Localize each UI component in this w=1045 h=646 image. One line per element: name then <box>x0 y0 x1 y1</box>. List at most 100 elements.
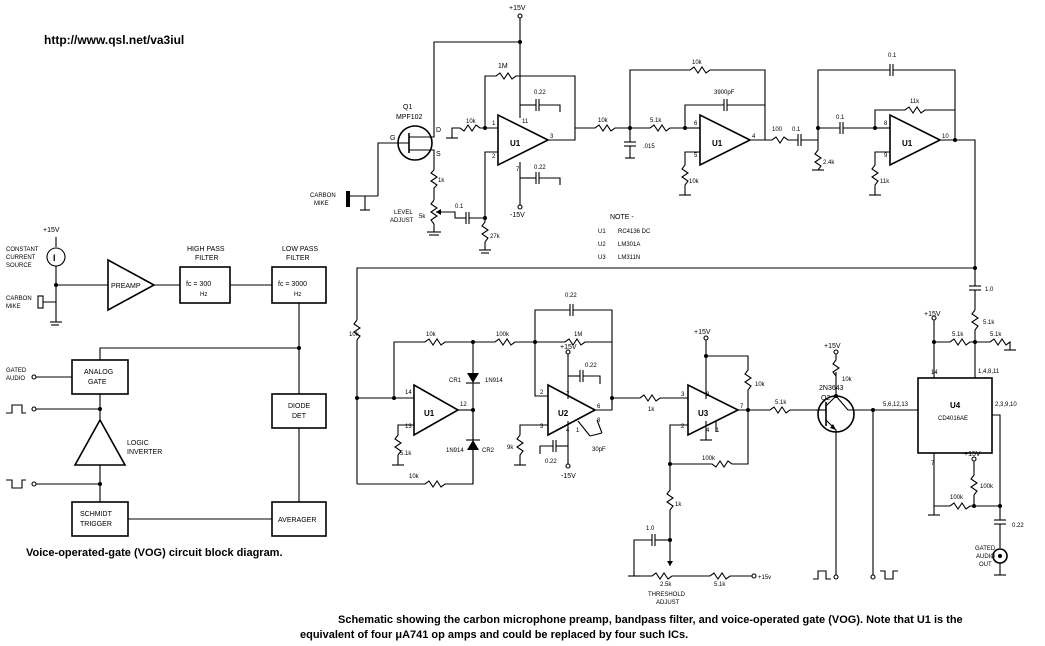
u1c-pin-9: 9 <box>884 153 888 159</box>
u1a-pin-1: 1 <box>492 121 496 127</box>
cr1-diode-symbol <box>467 373 479 383</box>
schematic-caption-line-2: equivalent of four μA741 op amps and cou… <box>300 629 688 641</box>
block-mike-label-1: CARBON <box>6 296 32 302</box>
block-source-label-3: SOURCE <box>6 263 32 269</box>
note-u2-ref: U2 <box>598 242 606 248</box>
u2-pin-3: 3 <box>540 424 544 430</box>
cr2-label: CR2 <box>482 448 495 454</box>
top-supply-label: +15V <box>509 5 526 12</box>
u1c-pin-10: 10 <box>942 134 949 140</box>
level-adjust-label-1: LEVEL <box>394 210 413 216</box>
filter-feedback-resistor-value: 10k <box>692 60 703 66</box>
low-pass-filter-block <box>271 266 327 304</box>
u4-lower-resistor-value: 100k <box>950 495 964 501</box>
u4-top-pins: 1,4,8,11 <box>978 369 1000 375</box>
u3-pin-3: 3 <box>681 392 685 398</box>
q1-ref: Q1 <box>403 104 412 111</box>
threshold-resistor-value: 1k <box>675 502 682 508</box>
hpf-unit: Hz <box>200 292 207 298</box>
hpf-value: fc = 300 <box>186 281 211 288</box>
hpf-title-2: FILTER <box>195 255 219 262</box>
u1a-label: U1 <box>510 139 521 148</box>
cr2-part: 1N914 <box>446 448 464 454</box>
u4-left-pins: 5,6,12,13 <box>883 402 909 408</box>
u1a-pin-7: 7 <box>516 167 520 173</box>
diode-det-label-2: DET <box>292 413 307 420</box>
diode-det-label-1: DIODE <box>288 403 311 410</box>
u3-hysteresis-resistor-value: 100k <box>702 456 716 462</box>
q2-collector-resistor-value: 10k <box>842 377 853 383</box>
u1a-pin-2: 2 <box>492 154 496 160</box>
threshold-series-resistor-value: 5.1k <box>714 582 726 588</box>
pulse-waveform-u3 <box>813 570 831 580</box>
u3-pin-1: 1 <box>716 428 720 434</box>
note-u3-part: LM311N <box>618 255 640 261</box>
schmitt-label-2: TRIGGER <box>80 521 112 528</box>
current-source-letter: I <box>53 253 56 263</box>
u1b-opamp <box>699 113 752 167</box>
u4-lower-supply: +15V <box>964 451 981 458</box>
analog-gate-block <box>71 359 129 395</box>
threshold-adjust-label-1: THRESHOLD <box>648 592 686 598</box>
block-diagram-caption: Voice-operated-gate (VOG) circuit block … <box>26 547 283 559</box>
cr1-part: 1N914 <box>485 378 503 384</box>
logic-inverter-block <box>73 418 127 466</box>
hpf-title-1: HIGH PASS <box>187 246 225 253</box>
u1d-lower-resistor-value: 10k <box>409 474 420 480</box>
u3-pin-2: 2 <box>681 424 685 430</box>
u1a-neg-supply: -15V <box>510 212 525 219</box>
u1b-pin-4: 4 <box>752 134 756 140</box>
u2-label: U2 <box>558 409 569 418</box>
pulse-waveform-top <box>6 404 26 414</box>
u1b-label: U1 <box>712 139 723 148</box>
u4-lower-pullup-value: 100k <box>980 484 994 490</box>
u1b-pin-6: 6 <box>694 121 698 127</box>
gated-audio-out-label-3: OUT <box>979 562 992 568</box>
filter-input-resistor-value: 10k <box>598 118 609 124</box>
averager-label: AVERAGER <box>278 517 316 524</box>
q2-transistor-symbol <box>817 395 855 433</box>
output-series-resistor-value: 100 <box>772 127 783 133</box>
schematic-top-row: +15V 11 Q1 MPF102 G D S 1k 5k <box>310 5 976 268</box>
u3-label: U3 <box>698 409 709 418</box>
u4-switch-ic <box>917 377 993 454</box>
u1d-label: U1 <box>424 409 435 418</box>
carbon-mike-symbol <box>37 295 44 309</box>
q1-source-label: S <box>436 151 441 158</box>
schematic-bottom-row: 1.0 5.1k 5.1k 10k 10k 10k U1 14 13 12 <box>349 266 1024 606</box>
u1a-opamp <box>497 113 550 167</box>
preamp-block <box>107 258 156 312</box>
u3-input-resistor-value: 1k <box>648 407 655 413</box>
u2-feedback-resistor-value: 1M <box>574 332 582 338</box>
q1-part: MPF102 <box>396 114 423 121</box>
u2-pin-6: 6 <box>597 404 601 410</box>
threshold-supply: +15v <box>758 575 771 581</box>
u1a-pin-11: 11 <box>522 119 529 125</box>
u1c-bias-resistor-value: 11k <box>880 179 890 185</box>
threshold-cap-value: 1.0 <box>646 526 655 532</box>
u2-decoupling-cap-top: 0.22 <box>585 363 597 369</box>
q1-drain-label: D <box>436 127 441 134</box>
u4-input-cap-value: 1.0 <box>985 287 994 293</box>
u4-pin-14: 14 <box>931 370 938 376</box>
u2-bias-resistor-value: 9k <box>507 445 514 451</box>
analog-gate-label-2: GATE <box>88 379 107 386</box>
u2-pin-8: 8 <box>597 418 601 424</box>
u4-divider-resistor-value: 5.1k <box>990 332 1002 338</box>
u1d-pin-14: 14 <box>405 390 412 396</box>
logic-inverter-label-2: INVERTER <box>127 449 162 456</box>
logic-inverter-label-1: LOGIC <box>127 440 149 447</box>
note-u1-part: RC4136 DC <box>618 229 651 235</box>
output-cap-value: 0.22 <box>1012 523 1024 529</box>
note-u3-ref: U3 <box>598 255 606 261</box>
u1d-opamp <box>413 383 460 437</box>
carbon-mike-element <box>346 191 350 207</box>
u3-pos-supply: +15V <box>694 329 711 336</box>
u1c-opamp <box>889 113 942 167</box>
source-url: http://www.qsl.net/va3iul <box>44 33 185 47</box>
u1a-feedback-resistor-value: 1M <box>498 63 508 70</box>
u4-right-pins: 2,3,9,10 <box>995 402 1017 408</box>
analog-gate-label-1: ANALOG <box>84 369 113 376</box>
u1c-feedback-resistor-value: 11k <box>910 99 920 105</box>
u3-pullup-resistor-value: 10k <box>755 382 766 388</box>
